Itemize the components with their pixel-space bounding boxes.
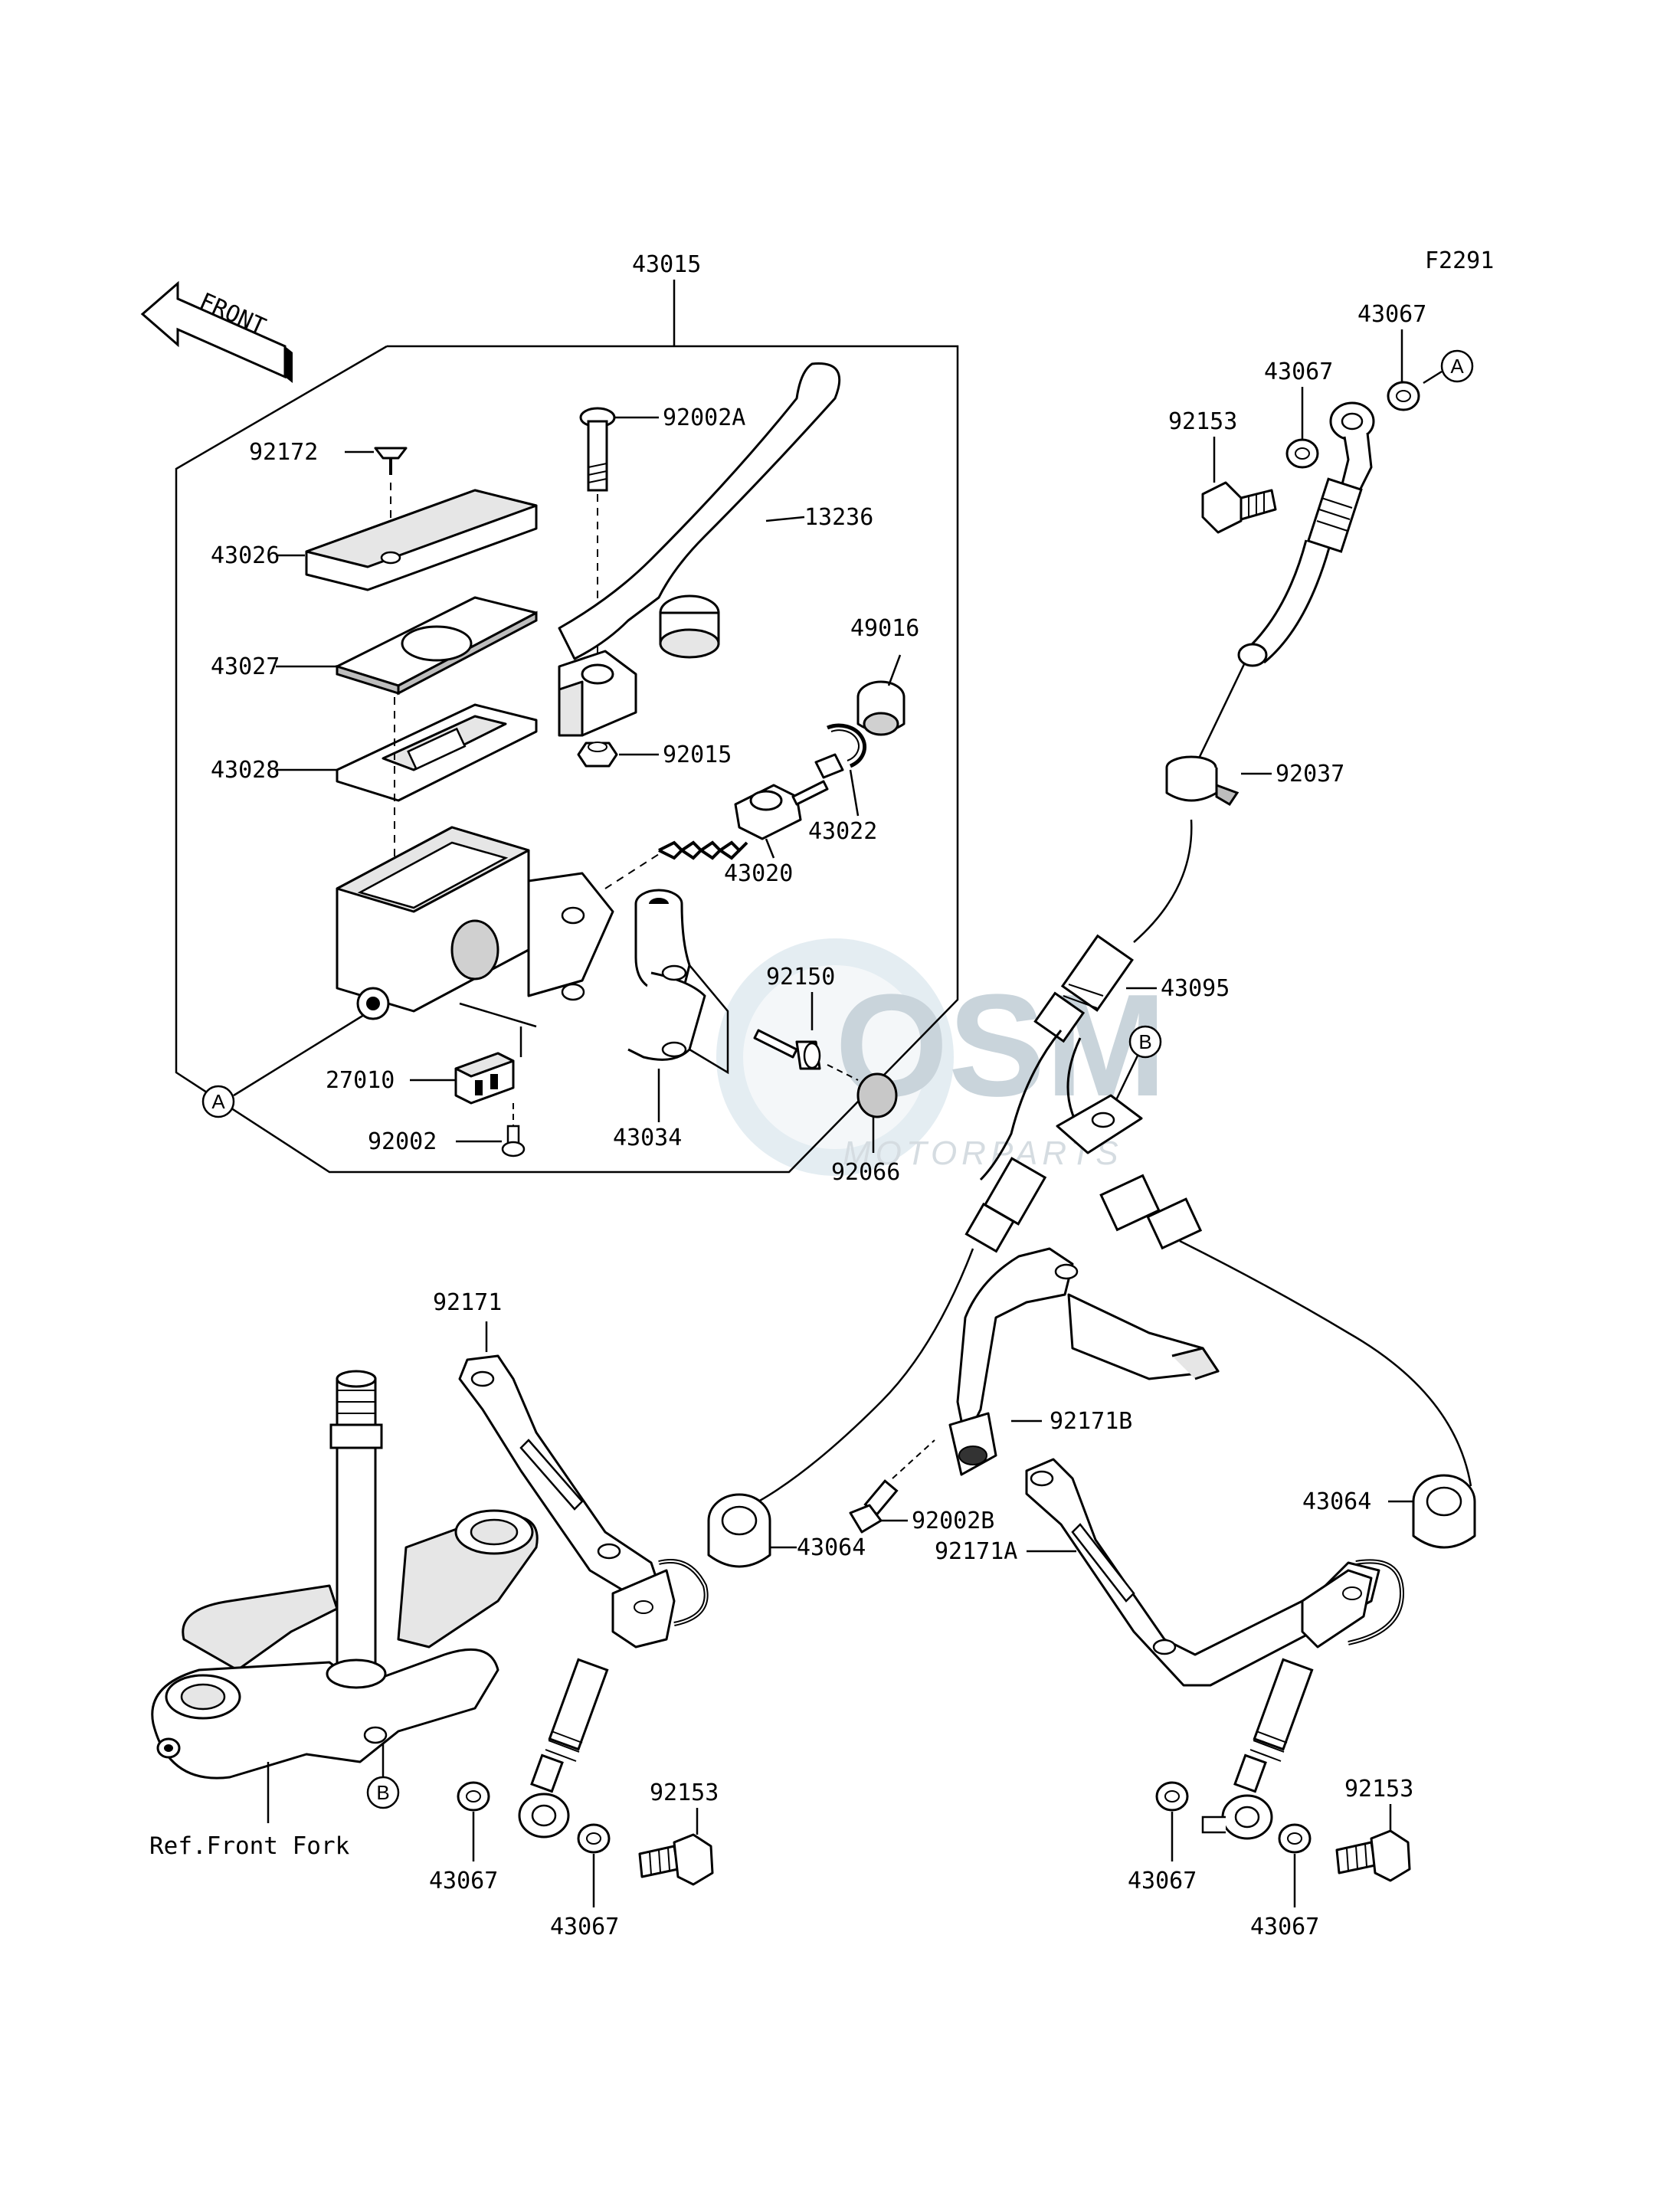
label-92002: 92002 bbox=[368, 1128, 437, 1155]
hose-line-left bbox=[758, 1248, 974, 1503]
label-92002A: 92002A bbox=[663, 404, 745, 431]
clamp-43034: 43034 bbox=[613, 889, 729, 1151]
boot-49016: 49016 bbox=[850, 615, 919, 736]
bracket-92171B: 92171B bbox=[948, 1247, 1220, 1476]
label-27010: 27010 bbox=[326, 1067, 395, 1094]
hose-joint-block bbox=[964, 1094, 1203, 1253]
washer-43067-right2: 43067 bbox=[1250, 1823, 1319, 1940]
label-43064-left: 43064 bbox=[797, 1534, 866, 1561]
circlip-43022: 43022 bbox=[808, 723, 877, 845]
marker-b-left: B bbox=[366, 1743, 400, 1809]
washer-43067-left1: 43067 bbox=[429, 1781, 498, 1894]
washer-43067-left2: 43067 bbox=[550, 1823, 619, 1940]
grommet-43064-left: 43064 bbox=[707, 1493, 866, 1568]
marker-b-right-text: B bbox=[1138, 1030, 1151, 1053]
label-43095: 43095 bbox=[1161, 975, 1230, 1002]
marker-a-left-text: A bbox=[211, 1090, 225, 1113]
bolt-92153-left: 92153 bbox=[638, 1780, 719, 1886]
label-49016: 49016 bbox=[850, 615, 919, 642]
bracket-92171A: 92171A bbox=[935, 1458, 1405, 1687]
grommet-43064-right: 43064 bbox=[1302, 1474, 1476, 1549]
label-43028: 43028 bbox=[211, 757, 280, 784]
washer-43067-top1: 43067 bbox=[1357, 301, 1426, 411]
bolt-92153-top: 92153 bbox=[1168, 408, 1277, 534]
lever-13236: 13236 bbox=[558, 362, 873, 737]
marker-a-right: A bbox=[1423, 349, 1474, 385]
bolt-92150: 92150 bbox=[753, 964, 859, 1081]
steering-stem: Ref.Front Fork bbox=[149, 1370, 539, 1860]
label-13236: 13236 bbox=[804, 504, 873, 531]
washer-43067-top2: 43067 bbox=[1264, 359, 1333, 469]
label-92172: 92172 bbox=[249, 439, 318, 466]
label-92153-left: 92153 bbox=[650, 1780, 719, 1806]
label-43022: 43022 bbox=[808, 818, 877, 845]
label-43067-left1: 43067 bbox=[429, 1868, 498, 1894]
label-92015: 92015 bbox=[663, 742, 732, 768]
marker-b-left-text: B bbox=[376, 1781, 389, 1804]
bolt-92002B: 92002B bbox=[849, 1439, 994, 1534]
label-92002B: 92002B bbox=[912, 1508, 994, 1534]
label-92153-top: 92153 bbox=[1168, 408, 1237, 435]
label-43015: 43015 bbox=[632, 251, 701, 278]
label-43067-left2: 43067 bbox=[550, 1914, 619, 1940]
assembly-43015-outline: 43015 bbox=[175, 251, 959, 1174]
marker-b-right: B bbox=[1113, 1025, 1162, 1104]
bracket-92171: 92171 bbox=[433, 1289, 709, 1649]
washer-43067-right1: 43067 bbox=[1128, 1781, 1197, 1894]
label-43027: 43027 bbox=[211, 653, 280, 680]
diaphragm-43028: 43028 bbox=[211, 703, 538, 802]
clamp-92037: 92037 bbox=[1165, 755, 1344, 807]
lower-left-hose-fitting bbox=[518, 1658, 609, 1838]
label-43020: 43020 bbox=[724, 860, 793, 887]
label-92150: 92150 bbox=[766, 964, 835, 990]
label-43067-right1: 43067 bbox=[1128, 1868, 1197, 1894]
marker-a-right-text: A bbox=[1450, 355, 1464, 378]
label-92066: 92066 bbox=[831, 1159, 900, 1186]
cap-92066: 92066 bbox=[831, 1072, 900, 1186]
upper-banjo-fitting bbox=[1306, 401, 1375, 553]
label-43026: 43026 bbox=[211, 542, 280, 569]
label-43067-top1: 43067 bbox=[1357, 301, 1426, 328]
label-43064-right: 43064 bbox=[1302, 1488, 1371, 1515]
front-arrow-icon: FRONT bbox=[140, 280, 293, 383]
figure-code: F2291 bbox=[1425, 247, 1494, 274]
bolt-92153-right: 92153 bbox=[1335, 1776, 1413, 1882]
marker-a-left: A bbox=[201, 1013, 365, 1118]
brake-hose-upper bbox=[1194, 539, 1331, 767]
label-92153-right: 92153 bbox=[1344, 1776, 1413, 1802]
brake-hose-43095: 43095 bbox=[979, 934, 1230, 1181]
screw-92172: 92172 bbox=[249, 439, 408, 552]
label-92171A: 92171A bbox=[935, 1538, 1017, 1565]
hose-line-to-43095 bbox=[1133, 819, 1193, 943]
reference-note: Ref.Front Fork bbox=[149, 1832, 350, 1860]
label-43067-right2: 43067 bbox=[1250, 1914, 1319, 1940]
hose-line-right bbox=[1179, 1239, 1472, 1487]
piston-kit-43020: 43020 bbox=[604, 753, 844, 889]
label-43034: 43034 bbox=[613, 1125, 682, 1151]
label-92037: 92037 bbox=[1276, 761, 1344, 787]
label-92171: 92171 bbox=[433, 1289, 502, 1316]
nut-92015: 92015 bbox=[577, 742, 732, 768]
switch-27010: 27010 bbox=[326, 1026, 522, 1105]
label-92171B: 92171B bbox=[1050, 1408, 1132, 1435]
label-43067-top2: 43067 bbox=[1264, 359, 1333, 385]
master-cylinder-body bbox=[336, 826, 614, 1028]
plate-43027: 43027 bbox=[211, 596, 538, 696]
lower-right-hose-fitting bbox=[1201, 1658, 1314, 1840]
cap-43026: 43026 bbox=[211, 489, 538, 591]
screw-92002: 92002 bbox=[368, 1103, 526, 1157]
